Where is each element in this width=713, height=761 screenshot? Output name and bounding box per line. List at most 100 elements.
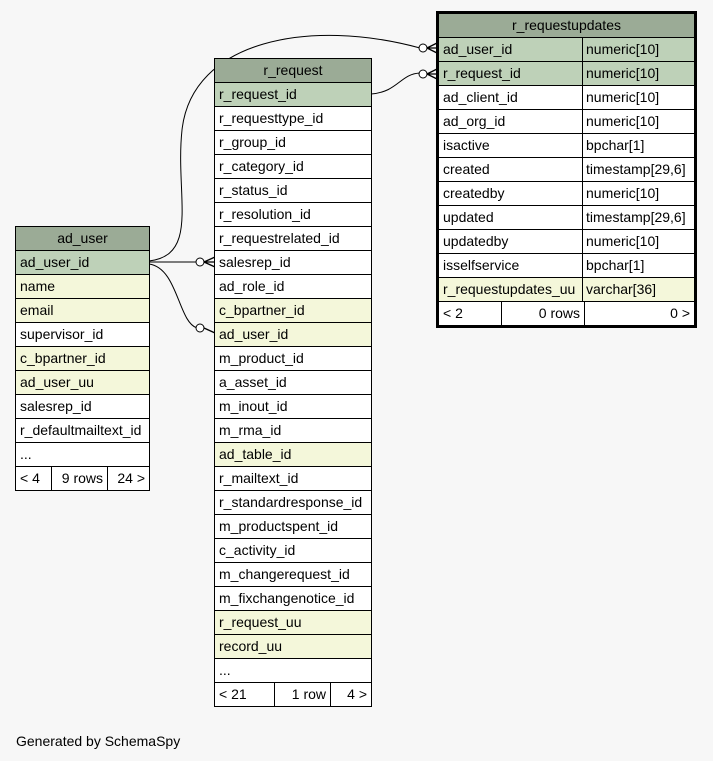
column-row[interactable]: m_rma_id bbox=[215, 419, 371, 443]
column-name: ad_user_id bbox=[20, 254, 90, 270]
column-name: ad_role_id bbox=[219, 278, 285, 294]
table-footer: < 21 1 row 4 > bbox=[215, 683, 371, 706]
column-row[interactable]: r_group_id bbox=[215, 131, 371, 155]
column-row[interactable]: m_fixchangenotice_id bbox=[215, 587, 371, 611]
column-row[interactable]: c_bpartner_id bbox=[215, 299, 371, 323]
column-name: m_changerequest_id bbox=[219, 566, 350, 582]
column-name: r_status_id bbox=[219, 182, 288, 198]
column-row[interactable]: ad_table_id bbox=[215, 443, 371, 467]
column-row[interactable]: createdby numeric[10] bbox=[439, 182, 694, 206]
column-row[interactable]: r_defaultmailtext_id bbox=[16, 419, 149, 443]
outgoing-relations[interactable]: 4 > bbox=[347, 686, 367, 702]
column-row[interactable]: r_requestrelated_id bbox=[215, 227, 371, 251]
column-row[interactable]: c_bpartner_id bbox=[16, 347, 149, 371]
column-row[interactable]: salesrep_id bbox=[16, 395, 149, 419]
column-row[interactable]: r_category_id bbox=[215, 155, 371, 179]
column-row[interactable]: name bbox=[16, 275, 149, 299]
generated-by-label: Generated by SchemaSpy bbox=[16, 733, 181, 749]
column-row[interactable]: m_changerequest_id bbox=[215, 563, 371, 587]
column-name: r_category_id bbox=[219, 158, 304, 174]
row-count: 0 rows bbox=[501, 302, 585, 325]
column-name: m_inout_id bbox=[219, 398, 288, 414]
column-type: numeric[10] bbox=[582, 38, 694, 61]
column-name: isactive bbox=[443, 137, 490, 153]
crowfoot-icon bbox=[426, 42, 438, 54]
column-row[interactable]: ad_user_uu bbox=[16, 371, 149, 395]
column-row[interactable]: a_asset_id bbox=[215, 371, 371, 395]
column-row[interactable]: record_uu bbox=[215, 635, 371, 659]
column-row[interactable]: r_request_id bbox=[215, 83, 371, 107]
column-row[interactable]: r_request_uu bbox=[215, 611, 371, 635]
column-name: m_product_id bbox=[219, 350, 304, 366]
column-name: name bbox=[20, 278, 56, 294]
column-name: c_bpartner_id bbox=[219, 302, 305, 318]
edge-end-circle bbox=[195, 323, 205, 333]
column-row[interactable]: r_mailtext_id bbox=[215, 467, 371, 491]
table-title[interactable]: ad_user bbox=[16, 227, 149, 251]
column-name: m_productspent_id bbox=[219, 518, 339, 534]
incoming-relations[interactable]: < 21 bbox=[219, 686, 247, 702]
incoming-relations[interactable]: < 2 bbox=[443, 305, 463, 321]
column-row[interactable]: ad_role_id bbox=[215, 275, 371, 299]
column-row[interactable]: ad_user_id bbox=[16, 251, 149, 275]
incoming-relations[interactable]: < 4 bbox=[20, 470, 40, 486]
crowfoot-icon bbox=[426, 68, 438, 80]
column-name: r_group_id bbox=[219, 134, 286, 150]
column-row[interactable]: email bbox=[16, 299, 149, 323]
outgoing-relations[interactable]: 0 > bbox=[670, 305, 690, 321]
column-name: r_request_uu bbox=[219, 614, 302, 630]
column-name: r_requesttype_id bbox=[219, 110, 324, 126]
column-row[interactable]: updated timestamp[29,6] bbox=[439, 206, 694, 230]
column-row[interactable]: m_productspent_id bbox=[215, 515, 371, 539]
column-row[interactable]: r_standardresponse_id bbox=[215, 491, 371, 515]
column-row[interactable]: m_inout_id bbox=[215, 395, 371, 419]
column-row[interactable]: salesrep_id bbox=[215, 251, 371, 275]
column-name: r_mailtext_id bbox=[219, 470, 299, 486]
column-row[interactable]: r_status_id bbox=[215, 179, 371, 203]
column-name: updated bbox=[443, 209, 494, 225]
edge-end-circle bbox=[195, 257, 205, 267]
column-list: r_request_id r_requesttype_id r_group_id r_… bbox=[215, 83, 371, 683]
column-row[interactable]: ... bbox=[215, 659, 371, 683]
column-name: r_requestrelated_id bbox=[219, 230, 340, 246]
column-name: c_bpartner_id bbox=[20, 350, 106, 366]
column-name: a_asset_id bbox=[219, 374, 287, 390]
column-name: ... bbox=[20, 446, 32, 462]
column-type: timestamp[29,6] bbox=[582, 206, 694, 229]
column-name: ad_table_id bbox=[219, 446, 292, 462]
column-name: salesrep_id bbox=[20, 398, 92, 414]
column-row[interactable]: m_product_id bbox=[215, 347, 371, 371]
crowfoot-icon bbox=[203, 256, 216, 268]
column-row[interactable]: c_activity_id bbox=[215, 539, 371, 563]
column-name: c_activity_id bbox=[219, 542, 296, 558]
column-row[interactable]: ad_user_id bbox=[215, 323, 371, 347]
outgoing-relations[interactable]: 24 > bbox=[117, 470, 145, 486]
column-row[interactable]: r_resolution_id bbox=[215, 203, 371, 227]
column-row[interactable]: supervisor_id bbox=[16, 323, 149, 347]
column-type: numeric[10] bbox=[582, 182, 694, 205]
column-name: ad_user_uu bbox=[20, 374, 94, 390]
column-row[interactable]: ... bbox=[16, 443, 149, 467]
column-type: bpchar[1] bbox=[582, 254, 694, 277]
column-name: created bbox=[443, 161, 490, 177]
column-row[interactable]: r_requesttype_id bbox=[215, 107, 371, 131]
column-name: r_requestupdates_uu bbox=[443, 281, 576, 297]
column-name: m_fixchangenotice_id bbox=[219, 590, 355, 606]
table-title[interactable]: r_request bbox=[215, 59, 371, 83]
column-name: createdby bbox=[443, 185, 505, 201]
table-title[interactable]: r_requestupdates bbox=[439, 14, 694, 38]
